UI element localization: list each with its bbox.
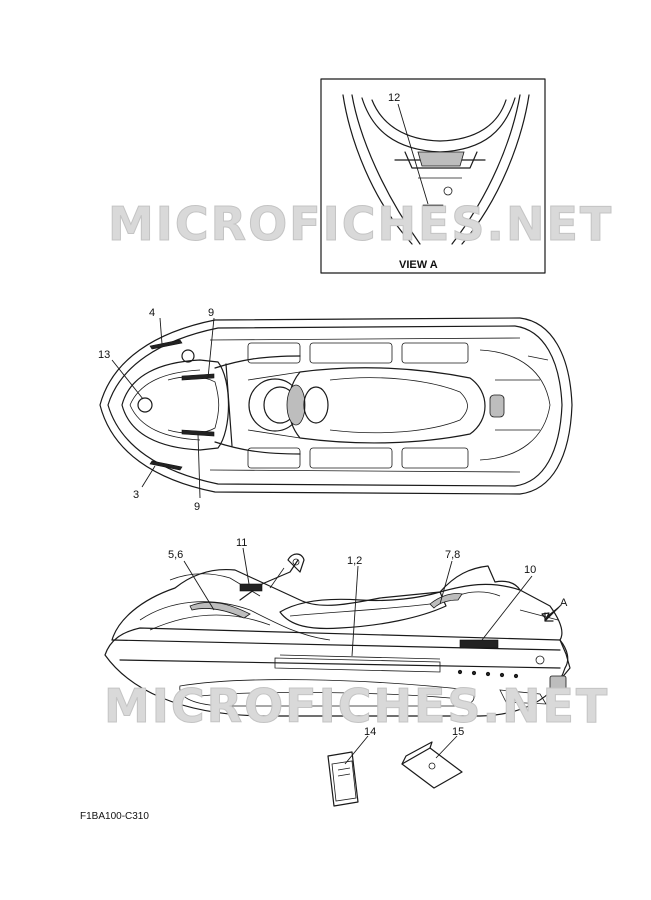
decal-1-2 [279,654,441,660]
top-view-craft [99,317,573,495]
decal-11 [239,583,263,592]
callout-5-6: 5,6 [168,549,183,561]
decal-4 [149,339,183,350]
view-a-arrow-label: A [560,597,568,609]
view-a-title: VIEW A [399,259,438,271]
callout-15: 15 [452,726,464,738]
inset-frame [320,78,546,274]
decal-9-top [181,373,215,381]
watermark-top: MICROFICHES.NET [108,197,613,251]
decal-3 [149,460,183,471]
view-a-inset: 12 VIEW A [320,78,546,274]
callout-7-8: 7,8 [445,549,460,561]
callout-13: 13 [98,349,110,361]
callout-3: 3 [133,489,139,501]
callout-14: 14 [364,726,376,738]
decal-7-8 [429,593,463,609]
callout-10: 10 [524,564,536,576]
figure-code: F1BA100-C310 [80,811,149,822]
decal-9-bottom [181,429,215,437]
part-14-card [327,751,359,807]
callout-9-upper: 9 [208,307,214,319]
callout-1-2: 1,2 [347,555,362,567]
part-15-tag [401,741,463,789]
side-view-craft [104,553,571,717]
decal-10 [459,639,499,649]
callout-4: 4 [149,307,155,319]
inset-rear-view-drawing [342,94,530,245]
loose-parts: 14 15 [327,726,464,807]
side-view-callouts: 11 5,6 1,2 7,8 10 A [168,537,568,657]
watermark-bottom: MICROFICHES.NET [104,679,609,733]
top-view-callouts: 4 9 13 3 9 [98,307,215,513]
callout-12: 12 [388,92,400,104]
decal-12-rear [422,204,444,211]
callout-11: 11 [236,537,247,549]
callout-9-lower: 9 [194,501,200,513]
